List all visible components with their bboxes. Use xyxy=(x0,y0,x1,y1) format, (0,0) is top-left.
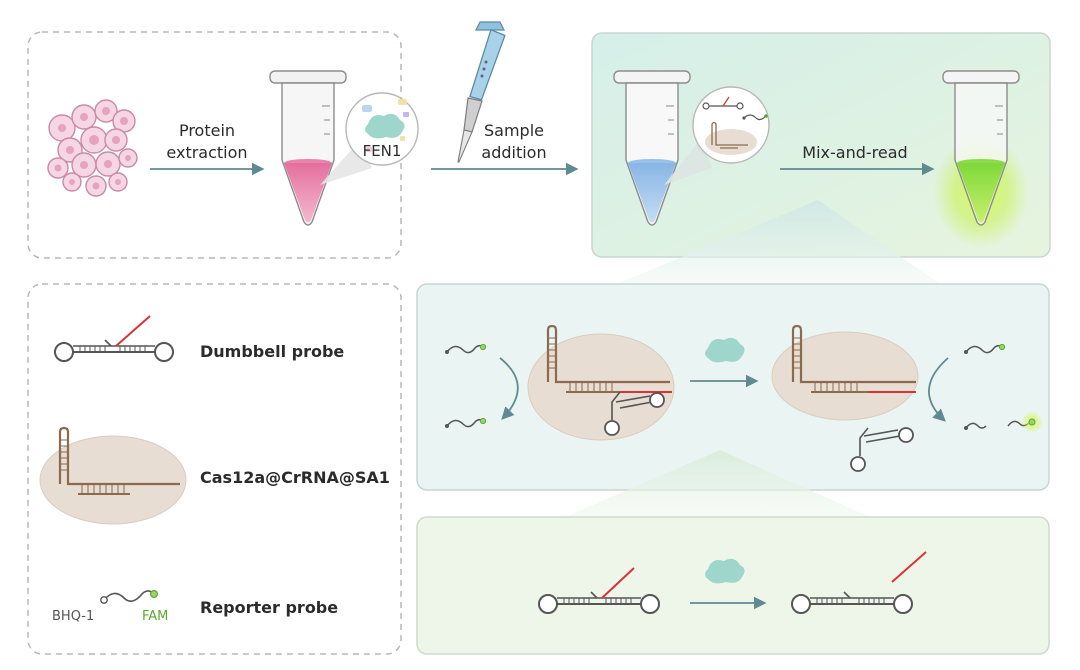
activated-cas12a xyxy=(771,324,919,421)
released-dumbbell-fragment xyxy=(850,427,914,472)
zoom-funnel-top xyxy=(617,200,940,284)
legend-cas12a-icon xyxy=(39,426,187,525)
sample-addition-label-1: Sample xyxy=(484,121,544,140)
zoom-funnel-bottom xyxy=(565,450,870,517)
protein-extraction-label-2: extraction xyxy=(166,143,247,162)
fen1-protein-middle xyxy=(705,337,745,363)
pipette-icon xyxy=(457,21,506,163)
legend-dumbbell-label: Dumbbell probe xyxy=(200,342,344,361)
dumbbell-probe-cleaved xyxy=(791,551,927,614)
tube-reaction-mix xyxy=(613,70,691,226)
zoom-wedge-2 xyxy=(664,140,712,185)
fen1-bubble: FEN1 xyxy=(345,92,419,166)
legend-reporter-icon xyxy=(100,589,159,604)
legend-cas12a-label: Cas12a@CrRNA@SA1 xyxy=(200,468,390,487)
sample-addition-label-2: addition xyxy=(481,143,546,162)
intact-reporter-left xyxy=(445,343,487,354)
fen1-protein-bottom xyxy=(705,558,745,584)
legend-bhq1-label: BHQ-1 xyxy=(52,609,94,624)
cell-nuclei xyxy=(54,107,131,190)
fen1-cleavage-panel xyxy=(416,516,1050,655)
recycle-arrow-right xyxy=(928,357,949,422)
tube-lysate xyxy=(269,70,347,226)
mix-and-read-label: Mix-and-read xyxy=(802,143,907,162)
protein-extraction-label-1: Protein xyxy=(179,121,235,140)
intact-reporter-right xyxy=(964,343,1006,354)
legend-fam-label: FAM xyxy=(142,609,168,624)
legend-reporter-label: Reporter probe xyxy=(200,598,338,617)
recycle-arrow-left xyxy=(499,357,519,420)
intact-reporter-left-2 xyxy=(445,417,487,428)
reagents-bubble xyxy=(692,86,770,164)
legend-dumbbell-icon xyxy=(54,315,174,362)
cas12a-with-dumbbell xyxy=(527,324,675,441)
cell-cluster xyxy=(47,99,138,197)
cleaved-reporter xyxy=(964,411,1043,433)
legend-panel xyxy=(27,283,402,655)
dumbbell-probe-intact xyxy=(538,567,660,614)
fen1-protein-icon xyxy=(365,113,405,139)
tube-fluorescent xyxy=(942,70,1020,226)
fen1-label: FEN1 xyxy=(363,142,402,160)
